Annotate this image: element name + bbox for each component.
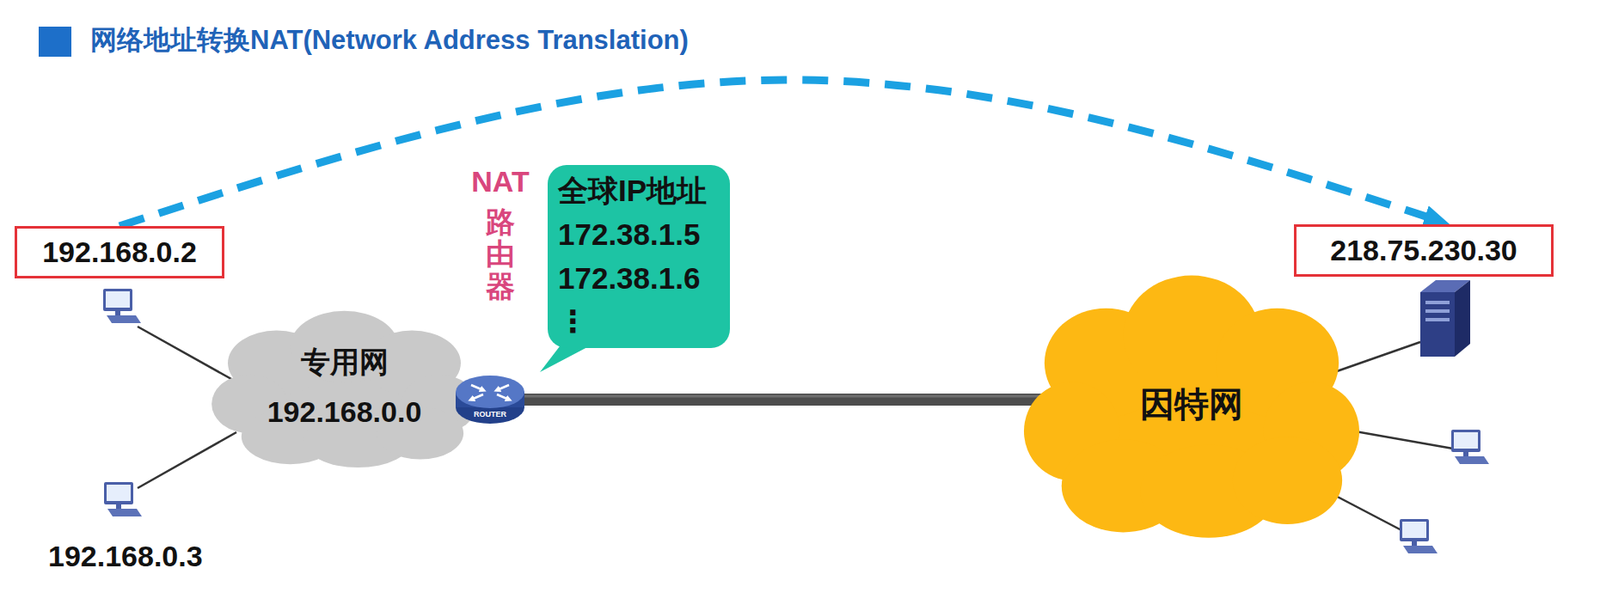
node-text: 因特网 bbox=[1140, 381, 1244, 427]
private-network-cloud: 专用网192.168.0.0 bbox=[208, 306, 480, 470]
title-square bbox=[38, 26, 72, 57]
computer-icon bbox=[103, 288, 141, 324]
cable bbox=[490, 393, 1084, 406]
callout-bubble: 全球IP地址172.38.1.5172.38.1.6⋮ bbox=[547, 165, 730, 349]
cable-highlight bbox=[490, 395, 1084, 399]
node-text: 218.75.230.30 bbox=[1330, 232, 1517, 269]
node-text: 192.168.0.0 bbox=[267, 387, 423, 438]
router-name: 路由器 bbox=[485, 206, 515, 303]
dashed-arrow bbox=[119, 79, 1435, 227]
router-name: NAT bbox=[471, 164, 530, 200]
computer-icon bbox=[1399, 519, 1438, 554]
internet-cloud: 因特网 bbox=[1020, 267, 1363, 541]
node-text: 全球IP地址 bbox=[557, 169, 707, 214]
wire bbox=[1336, 342, 1421, 372]
router-arrows bbox=[471, 385, 509, 400]
computer-icon bbox=[1451, 429, 1490, 465]
node-text: 172.38.1.5 bbox=[557, 213, 700, 258]
slide-title: 网络地址转换NAT(Network Address Translation) bbox=[90, 24, 689, 56]
node-text: 192.168.0.2 bbox=[42, 234, 197, 270]
wire bbox=[1345, 429, 1453, 449]
node-text: ⋮ bbox=[557, 300, 589, 344]
router-badge: ROUTER bbox=[464, 410, 516, 420]
cloud-shape bbox=[208, 306, 480, 470]
node-text: 172.38.1.6 bbox=[557, 257, 700, 301]
computer-icon bbox=[104, 482, 142, 517]
address-box: 192.168.0.2 bbox=[14, 226, 225, 279]
wire bbox=[137, 326, 240, 384]
host-address: 192.168.0.3 bbox=[48, 539, 203, 575]
wire bbox=[137, 432, 237, 489]
address-box: 218.75.230.30 bbox=[1293, 224, 1554, 277]
node-text: 专用网 bbox=[300, 337, 389, 388]
server-icon bbox=[1420, 280, 1471, 357]
